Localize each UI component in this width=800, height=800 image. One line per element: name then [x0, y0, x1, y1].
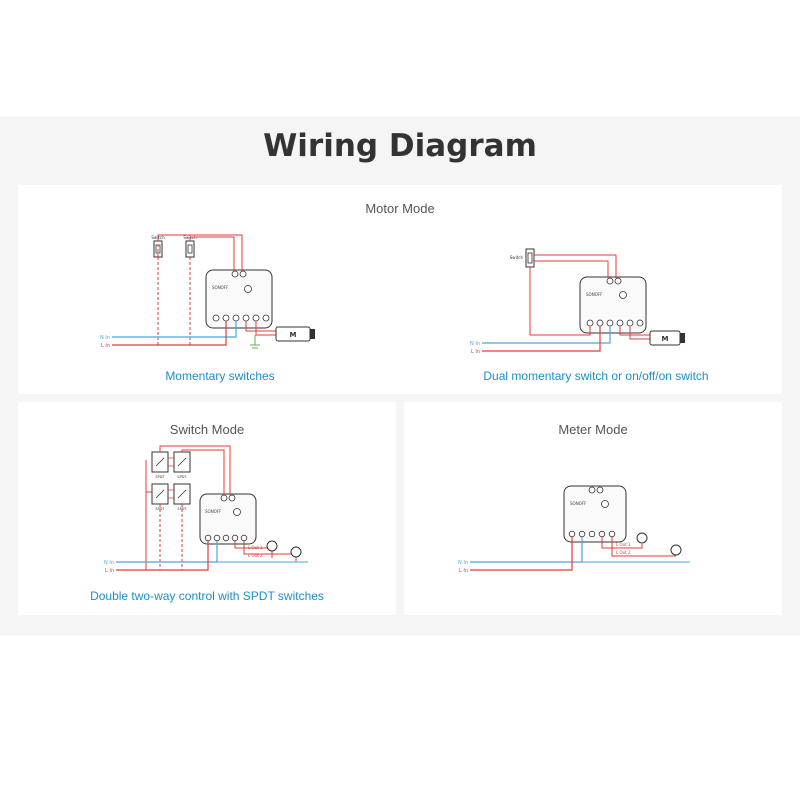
motor-label: M — [662, 335, 669, 343]
switch-mode-title: Switch Mode — [169, 422, 245, 437]
module-brand: SONOFF — [586, 292, 603, 297]
motor-label: M — [290, 331, 297, 339]
module-brand: SONOFF — [212, 285, 229, 290]
switch-mode-caption: Double two-way control with SPDT switche… — [90, 589, 324, 603]
motor-dual-switch-diagram: Switch SONOFF N In L In M — [470, 248, 685, 355]
n-in-label: N In — [470, 341, 480, 347]
switch-mode-card: Switch Mode SPDT SPDT SPDT SPDT SONOFF — [18, 402, 396, 615]
spdt-label: SPDT — [177, 475, 187, 479]
module-brand: SONOFF — [205, 509, 222, 514]
module-brand: SONOFF — [570, 501, 587, 506]
l-out-1-label: L Out 1 — [616, 542, 631, 547]
motor-mode-title: Motor Mode — [365, 201, 435, 216]
meter-mode-title: Meter Mode — [558, 422, 628, 437]
l-in-label: L In — [101, 343, 110, 349]
meter-mode-diagram: SONOFF L Out 1 L Out 2 N In L In — [458, 485, 690, 574]
l-in-label: L In — [459, 568, 468, 574]
l-out-1-label: L Out 1 — [248, 545, 263, 550]
motor-momentary-diagram: Switch Switch SONOFF N In — [100, 234, 315, 349]
motor-caption-right: Dual momentary switch or on/off/on switc… — [483, 369, 709, 383]
motor-mode-card: Motor Mode Switch Switch SONOFF — [18, 185, 782, 394]
page-title: Wiring Diagram — [263, 128, 537, 164]
n-in-label: N In — [104, 560, 114, 566]
motor-mode-diagrams: Switch Switch SONOFF N In — [100, 234, 685, 355]
meter-mode-card: Meter Mode SONOFF L Out 1 L Out 2 N In L… — [404, 402, 782, 615]
l-out-2-label: L Out 2 — [616, 550, 631, 555]
switch-label: Switch — [510, 255, 524, 260]
l-in-label: L In — [471, 349, 480, 355]
l-in-label: L In — [105, 568, 114, 574]
n-in-label: N In — [100, 335, 110, 341]
l-out-2-label: L Out 2 — [248, 553, 263, 558]
n-in-label: N In — [458, 560, 468, 566]
spdt-label: SPDT — [155, 475, 165, 479]
switch-mode-diagram: SPDT SPDT SPDT SPDT SONOFF — [104, 445, 308, 574]
motor-caption-left: Momentary switches — [165, 369, 275, 383]
